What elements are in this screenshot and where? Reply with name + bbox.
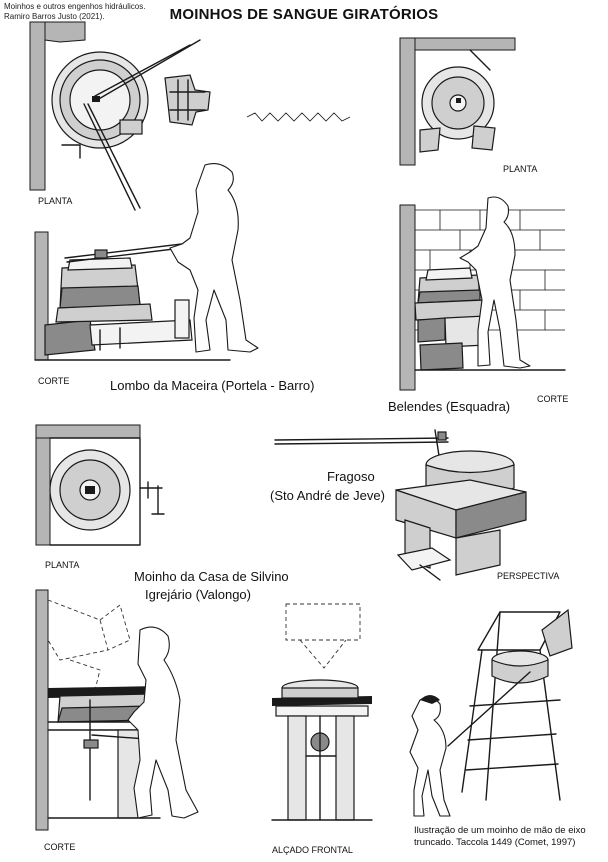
label-igrejario-valongo: Igrejário (Valongo) [145, 587, 251, 602]
elevation-alcado-frontal [271, 603, 373, 821]
plan-lombo-maceira [29, 21, 211, 211]
caption-taccola: Ilustração de um moinho de mão de eixo t… [414, 825, 586, 849]
label-planta-mid: PLANTA [45, 560, 80, 570]
credit-line-1: Moinhos e outros engenhos hidráulicos. [4, 2, 146, 11]
label-fragoso: Fragoso [327, 469, 375, 484]
label-corte-top-left: CORTE [38, 376, 70, 386]
label-corte-top-right: CORTE [537, 394, 569, 404]
taccola-illustration [409, 608, 573, 817]
section-belendes [399, 196, 566, 391]
caption-taccola-line-1: Ilustração de um moinho de mão de eixo [414, 825, 586, 836]
credit-block: Moinhos e outros engenhos hidráulicos. R… [4, 2, 145, 22]
page-title: MOINHOS DE SANGUE GIRATÓRIOS [169, 6, 439, 23]
label-perspectiva: PERSPECTIVA [497, 571, 560, 581]
label-alcado-frontal: ALÇADO FRONTAL [272, 845, 353, 855]
label-planta-top-left: PLANTA [38, 196, 73, 206]
label-sto-andre-de-jeve: (Sto André de Jeve) [270, 488, 385, 503]
label-corte-bottom: CORTE [44, 842, 76, 852]
plan-belendes [399, 37, 516, 166]
section-silvino [35, 589, 199, 831]
label-lombo-da-maceira: Lombo da Maceira (Portela - Barro) [110, 378, 315, 393]
plan-silvino [35, 424, 165, 546]
break-symbol [246, 112, 351, 122]
label-moinho-casa-silvino: Moinho da Casa de Silvino [134, 569, 289, 584]
caption-taccola-line-2: truncado. Taccola 1449 (Comet, 1997) [414, 837, 576, 848]
perspective-fragoso [274, 429, 527, 581]
credit-line-2: Ramiro Barros Justo (2021). [4, 12, 105, 21]
label-planta-top-right: PLANTA [503, 164, 538, 174]
label-belendes: Belendes (Esquadra) [388, 399, 511, 414]
section-lombo-maceira [34, 163, 259, 361]
